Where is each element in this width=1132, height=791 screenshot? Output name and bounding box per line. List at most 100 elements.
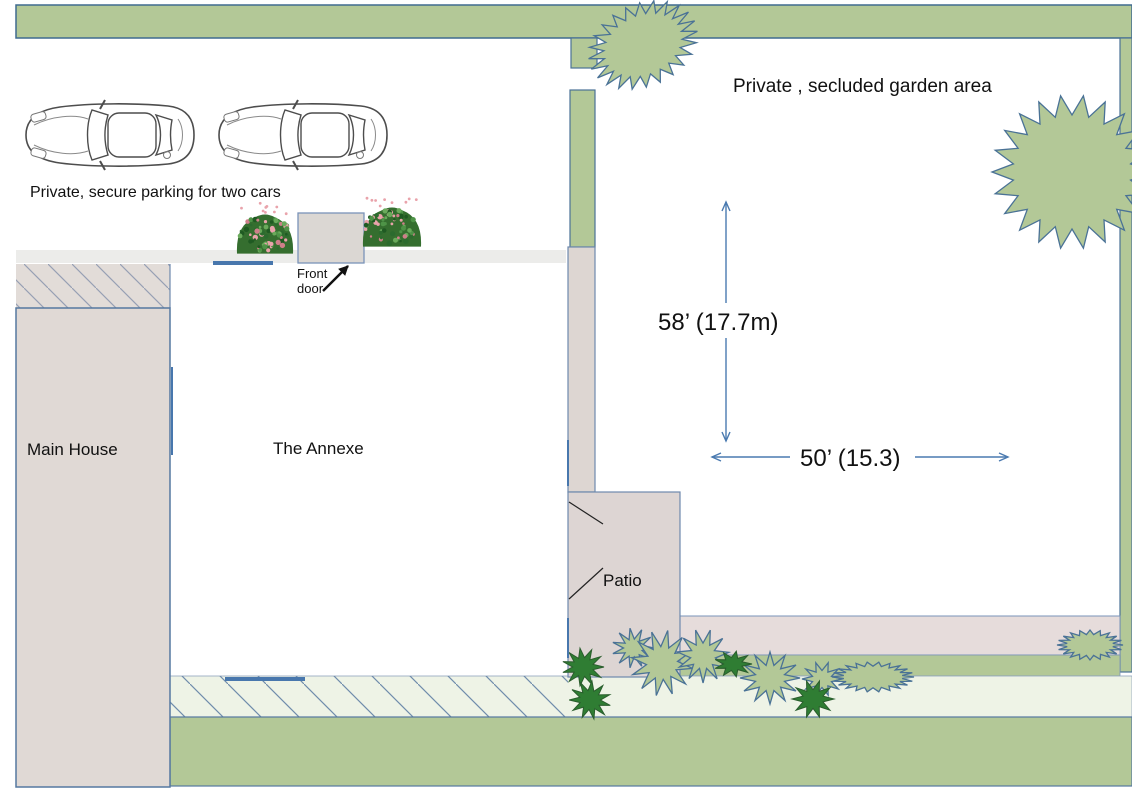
flower-dot bbox=[374, 199, 377, 202]
flower-dot bbox=[279, 238, 285, 244]
garden-border-tan-band bbox=[679, 615, 1121, 656]
flower-dot bbox=[390, 201, 394, 205]
car-icon bbox=[218, 99, 388, 171]
flower-dot bbox=[390, 222, 394, 226]
bush-light-2 bbox=[629, 630, 695, 696]
rear-path-hatching bbox=[170, 676, 568, 717]
flower-dot bbox=[253, 238, 256, 241]
plants-layer bbox=[236, 0, 1132, 721]
flower-bush bbox=[236, 201, 294, 254]
flower-dot bbox=[284, 226, 290, 232]
bush-dark-3 bbox=[714, 650, 753, 678]
bush-dark-2 bbox=[569, 679, 612, 721]
flower-dot bbox=[258, 225, 262, 229]
top-hedge-band bbox=[15, 4, 1132, 39]
front-door-label-line2: door bbox=[297, 281, 324, 296]
flower-dot bbox=[269, 241, 274, 247]
flower-dot bbox=[410, 217, 416, 223]
flower-dot bbox=[263, 234, 269, 239]
flower-dot bbox=[258, 201, 262, 205]
flower-dot bbox=[248, 217, 254, 223]
car-icon bbox=[25, 99, 195, 171]
patio-label: Patio bbox=[603, 571, 642, 590]
bush-dark-1 bbox=[562, 646, 605, 688]
flower-dot bbox=[248, 239, 253, 244]
flower-dot bbox=[284, 212, 288, 216]
front-door-arrow bbox=[322, 265, 349, 292]
flower-dot bbox=[363, 227, 368, 231]
bottom-hedge-band bbox=[169, 716, 1132, 787]
flower-dot bbox=[396, 214, 400, 218]
flower-dot bbox=[269, 225, 275, 231]
flower-dot bbox=[374, 213, 379, 218]
flower-dot bbox=[379, 236, 383, 240]
flower-dot bbox=[273, 210, 276, 214]
middle-hedge-lower bbox=[569, 89, 596, 248]
flower-dot bbox=[276, 247, 280, 250]
annexe-east-wall bbox=[567, 246, 596, 493]
flower-dot bbox=[256, 218, 260, 222]
flower-dot bbox=[275, 239, 281, 245]
flower-dot bbox=[403, 238, 409, 244]
flower-dot bbox=[254, 228, 260, 234]
flower-dot bbox=[393, 218, 396, 221]
middle-hedge-upper bbox=[570, 37, 598, 69]
flower-dot bbox=[273, 218, 279, 224]
flower-dot bbox=[257, 245, 261, 249]
flower-bush bbox=[362, 196, 422, 247]
flower-dot bbox=[263, 224, 269, 230]
flower-dot bbox=[392, 214, 396, 218]
flower-dot bbox=[404, 200, 408, 204]
bush-dark-4 bbox=[790, 679, 836, 719]
tree-top-right bbox=[990, 94, 1132, 250]
driveway-hatching bbox=[16, 264, 170, 308]
flower-dot bbox=[414, 198, 418, 202]
flower-dot bbox=[407, 228, 412, 233]
flower-dot bbox=[370, 198, 374, 202]
front-porch bbox=[297, 212, 365, 264]
flower-dot bbox=[272, 231, 277, 236]
garden-width-dimension-label: 50’ (15.3) bbox=[800, 445, 901, 472]
flower-dot bbox=[399, 218, 403, 222]
bush-ellipse-2 bbox=[1056, 628, 1124, 662]
parking-label: Private, secure parking for two cars bbox=[30, 184, 281, 201]
patio-pointer-line-lower bbox=[568, 567, 604, 600]
flower-dot bbox=[278, 221, 283, 226]
flower-dot bbox=[376, 222, 380, 226]
garden-label: Private , secluded garden area bbox=[733, 76, 992, 97]
bush-ellipse-1 bbox=[831, 661, 915, 693]
flower-dot bbox=[409, 234, 414, 239]
flower-dot bbox=[237, 233, 243, 239]
flower-dot bbox=[262, 244, 268, 250]
flower-dot bbox=[369, 215, 374, 221]
pavement-strip bbox=[16, 250, 566, 263]
flower-dot bbox=[407, 197, 411, 201]
main-house-label: Main House bbox=[27, 440, 118, 459]
flower-dot bbox=[378, 230, 383, 235]
flower-dot bbox=[383, 198, 386, 202]
flower-dot bbox=[266, 248, 271, 253]
flower-dot bbox=[265, 205, 269, 208]
flower-dot bbox=[240, 206, 243, 210]
flower-dot bbox=[404, 214, 408, 219]
flower-dot bbox=[398, 213, 404, 219]
flower-dot bbox=[276, 233, 282, 238]
flower-dot bbox=[258, 248, 263, 252]
flower-dot bbox=[266, 228, 271, 234]
annexe-label: The Annexe bbox=[273, 439, 364, 458]
flower-dot bbox=[401, 225, 406, 231]
flower-dot bbox=[279, 242, 286, 249]
flower-dot bbox=[243, 226, 250, 233]
flower-dot bbox=[264, 211, 267, 214]
flower-dot bbox=[386, 240, 393, 247]
flower-dot bbox=[363, 222, 369, 228]
main-house-building bbox=[15, 307, 171, 788]
flower-dot bbox=[269, 220, 274, 224]
flower-dot bbox=[399, 239, 402, 243]
flower-dot bbox=[393, 237, 398, 243]
flower-dot bbox=[381, 218, 385, 222]
tree-top-center bbox=[587, 0, 699, 92]
flower-dot bbox=[387, 211, 393, 218]
flower-dot bbox=[381, 228, 387, 233]
